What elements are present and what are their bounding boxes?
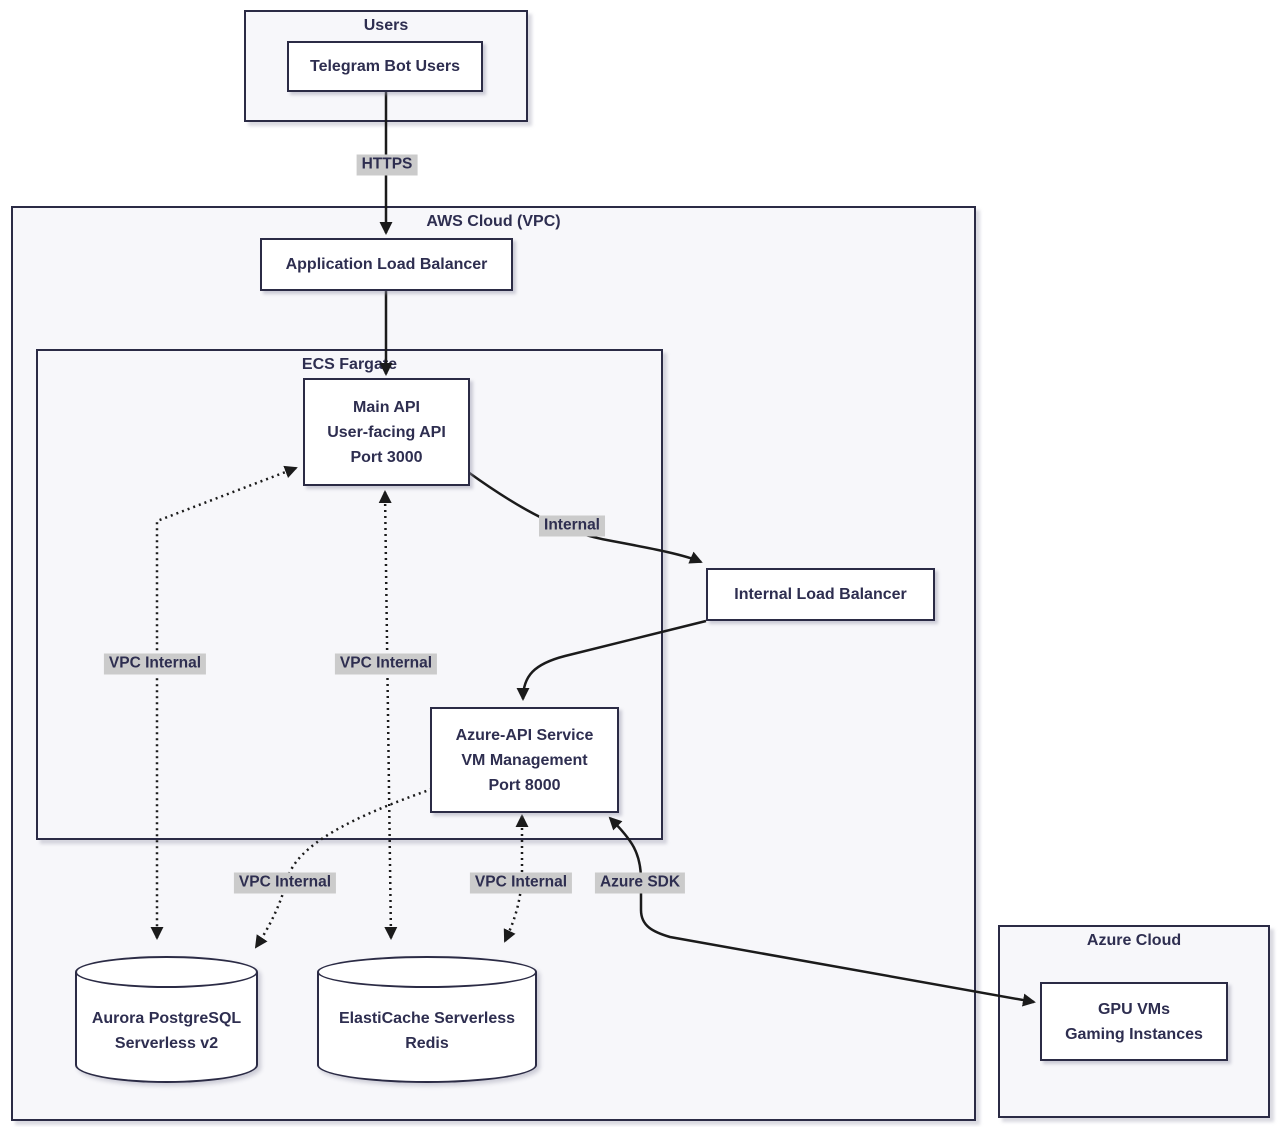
edge-main-api-to-redis bbox=[378, 490, 398, 940]
edge-label-internal: Internal bbox=[539, 515, 605, 537]
edge-main-api-to-aurora bbox=[150, 465, 298, 940]
edge-main-api-to-ilb bbox=[467, 470, 703, 564]
node-application-load-balancer: Application Load Balancer bbox=[260, 238, 513, 291]
node-main-api-line-1: Main API bbox=[353, 398, 420, 416]
node-redis-line-2: Redis bbox=[405, 1034, 449, 1052]
edge-azure-api-to-gpu-vms bbox=[608, 816, 1036, 1007]
redis-cylinder-top bbox=[317, 956, 537, 988]
node-main-api-line-2: User-facing API bbox=[327, 423, 446, 441]
node-gpu-vms-line-1: GPU VMs bbox=[1097, 1000, 1170, 1018]
aurora-cylinder-top bbox=[75, 956, 258, 988]
node-aurora-postgresql-label: Aurora PostgreSQL Serverless v2 bbox=[75, 986, 258, 1075]
node-elasticache-redis-cylinder: ElastiCache Serverless Redis bbox=[317, 956, 537, 1083]
edge-label-vpc-internal-azure-aurora: VPC Internal bbox=[233, 872, 337, 894]
node-main-api: Main API User-facing API Port 3000 bbox=[303, 378, 470, 486]
edge-azure-api-to-redis bbox=[503, 814, 529, 943]
edge-label-vpc-internal-main-redis: VPC Internal bbox=[334, 653, 438, 675]
node-azure-api-service: Azure-API Service VM Management Port 800… bbox=[430, 707, 619, 813]
node-aurora-line-2: Serverless v2 bbox=[114, 1034, 219, 1052]
node-azure-api-service-line-2: VM Management bbox=[461, 751, 588, 769]
node-gpu-vms: GPU VMs Gaming Instances bbox=[1040, 982, 1228, 1061]
aurora-cylinder-body bbox=[75, 972, 258, 1083]
edge-label-vpc-internal-main-aurora: VPC Internal bbox=[103, 653, 207, 675]
node-azure-api-service-line-1: Azure-API Service bbox=[455, 726, 594, 744]
edge-ilb-to-azure-api bbox=[516, 619, 707, 701]
edge-label-vpc-internal-azure-redis: VPC Internal bbox=[469, 872, 573, 894]
node-redis-line-1: ElastiCache Serverless bbox=[338, 1009, 516, 1027]
edge-label-azure-sdk: Azure SDK bbox=[594, 872, 686, 894]
group-ecs-fargate-label: ECS Fargate bbox=[301, 356, 398, 373]
group-aws-cloud-vpc-label: AWS Cloud (VPC) bbox=[426, 213, 561, 230]
node-elasticache-redis-label: ElastiCache Serverless Redis bbox=[317, 986, 537, 1075]
edge-label-https: HTTPS bbox=[356, 154, 418, 176]
node-telegram-bot-users: Telegram Bot Users bbox=[287, 41, 483, 92]
edge-azure-api-to-aurora bbox=[254, 787, 433, 949]
node-main-api-line-3: Port 3000 bbox=[350, 448, 423, 466]
node-internal-load-balancer-label: Internal Load Balancer bbox=[734, 586, 907, 603]
node-gpu-vms-line-2: Gaming Instances bbox=[1065, 1025, 1203, 1043]
group-azure-cloud-label: Azure Cloud bbox=[1086, 932, 1182, 949]
node-azure-api-service-line-3: Port 8000 bbox=[488, 776, 561, 794]
redis-cylinder-body bbox=[317, 972, 537, 1083]
node-internal-load-balancer: Internal Load Balancer bbox=[706, 568, 935, 621]
node-aurora-line-1: Aurora PostgreSQL bbox=[91, 1009, 242, 1027]
node-aurora-postgresql-cylinder: Aurora PostgreSQL Serverless v2 bbox=[75, 956, 258, 1083]
node-telegram-bot-users-label: Telegram Bot Users bbox=[310, 58, 460, 75]
node-application-load-balancer-label: Application Load Balancer bbox=[285, 256, 488, 273]
group-users-label: Users bbox=[363, 17, 409, 34]
